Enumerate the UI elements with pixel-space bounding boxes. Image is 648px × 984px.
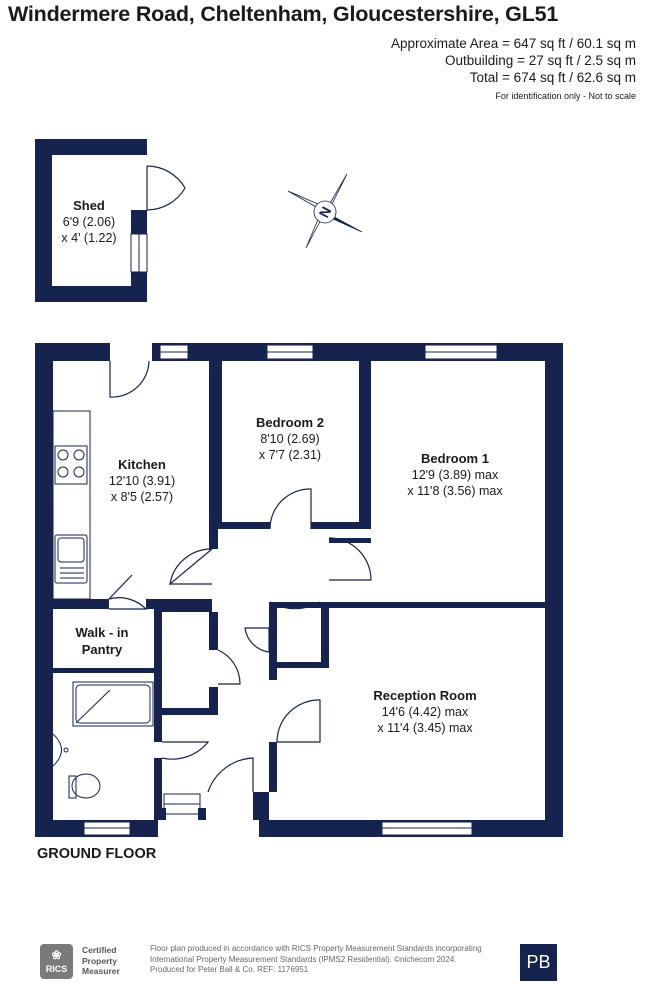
reception-dim-1: 14'6 (4.42) max <box>382 705 469 719</box>
kitchen-dim-1: 12'10 (3.91) <box>109 474 175 488</box>
bedroom-1-dim-1: 12'9 (3.89) max <box>412 468 499 482</box>
hob-icon <box>54 445 88 485</box>
sink-icon <box>54 534 88 584</box>
rics-line-1: Certified <box>82 945 117 955</box>
scale-disclaimer: For identification only - Not to scale <box>495 91 636 101</box>
kitchen-door-opening <box>110 343 152 361</box>
shed-door <box>146 165 186 211</box>
bedroom-1-name: Bedroom 1 <box>421 451 489 466</box>
bedroom-2-dim-2: x 7'7 (2.31) <box>259 448 321 462</box>
rics-line-3: Measurer <box>82 966 120 976</box>
bedroom-1-dim-2: x 11'8 (3.56) max <box>407 484 503 498</box>
room-label-kitchen: Kitchen 12'10 (3.91) x 8'5 (2.57) <box>109 457 175 504</box>
bathroom-fittings <box>52 681 154 799</box>
agency-logo: PB <box>520 944 557 981</box>
rics-seal-icon: ❀ <box>51 948 62 962</box>
footer-note-line-1: Floor plan produced in accordance with R… <box>150 944 482 953</box>
room-label-reception: Reception Room 14'6 (4.42) max x 11'4 (3… <box>373 688 476 735</box>
rics-text: Certified Property Measurer <box>82 945 120 977</box>
doors <box>108 360 372 793</box>
page-title: Windermere Road, Cheltenham, Gloucesters… <box>8 2 559 26</box>
pantry-name-1: Walk - in <box>76 625 129 640</box>
pantry-name-2: Pantry <box>82 642 123 657</box>
reception-dim-2: x 11'4 (3.45) max <box>377 721 473 735</box>
kitchen-fittings <box>52 410 91 600</box>
toilet-icon <box>71 773 101 799</box>
reception-name: Reception Room <box>373 688 476 703</box>
room-label-shed: Shed 6'9 (2.06) x 4' (1.22) <box>61 198 116 245</box>
total-area: Total = 674 sq ft / 62.6 sq m <box>469 70 636 85</box>
rics-mark: RICS <box>45 964 68 974</box>
interior-walls <box>53 361 563 820</box>
kitchen-dim-2: x 8'5 (2.57) <box>111 490 173 504</box>
shed-dim-2: x 4' (1.22) <box>61 231 116 245</box>
rics-badge: ❀ RICS <box>40 944 73 979</box>
footer-note-line-3: Produced for Peter Ball & Co. REF: 11769… <box>150 965 309 974</box>
kitchen-name: Kitchen <box>118 457 166 472</box>
room-label-bedroom-1: Bedroom 1 12'9 (3.89) max x 11'8 (3.56) … <box>407 451 503 498</box>
floor-label: GROUND FLOOR <box>37 846 157 862</box>
rics-certified-logo: ❀ RICS Certified Property Measurer <box>40 944 144 979</box>
bath-icon <box>72 681 154 727</box>
approximate-area: Approximate Area = 647 sq ft / 60.1 sq m <box>390 36 636 51</box>
outbuilding-area: Outbuilding = 27 sq ft / 2.5 sq m <box>445 53 636 68</box>
footer-note-line-2: International Property Measurement Stand… <box>150 954 457 964</box>
room-label-bedroom-2: Bedroom 2 8'10 (2.69) x 7'7 (2.31) <box>256 415 324 462</box>
compass-rose-icon: N <box>287 173 363 249</box>
basin-icon <box>52 733 62 767</box>
bedroom-2-name: Bedroom 2 <box>256 415 324 430</box>
shed-name: Shed <box>73 198 105 213</box>
room-label-pantry: Walk - in Pantry <box>76 625 129 657</box>
shed-dim-1: 6'9 (2.06) <box>63 215 115 229</box>
rics-line-2: Property <box>82 955 117 966</box>
footer-note: Floor plan produced in accordance with R… <box>150 944 482 976</box>
bedroom-2-dim-1: 8'10 (2.69) <box>260 432 319 446</box>
